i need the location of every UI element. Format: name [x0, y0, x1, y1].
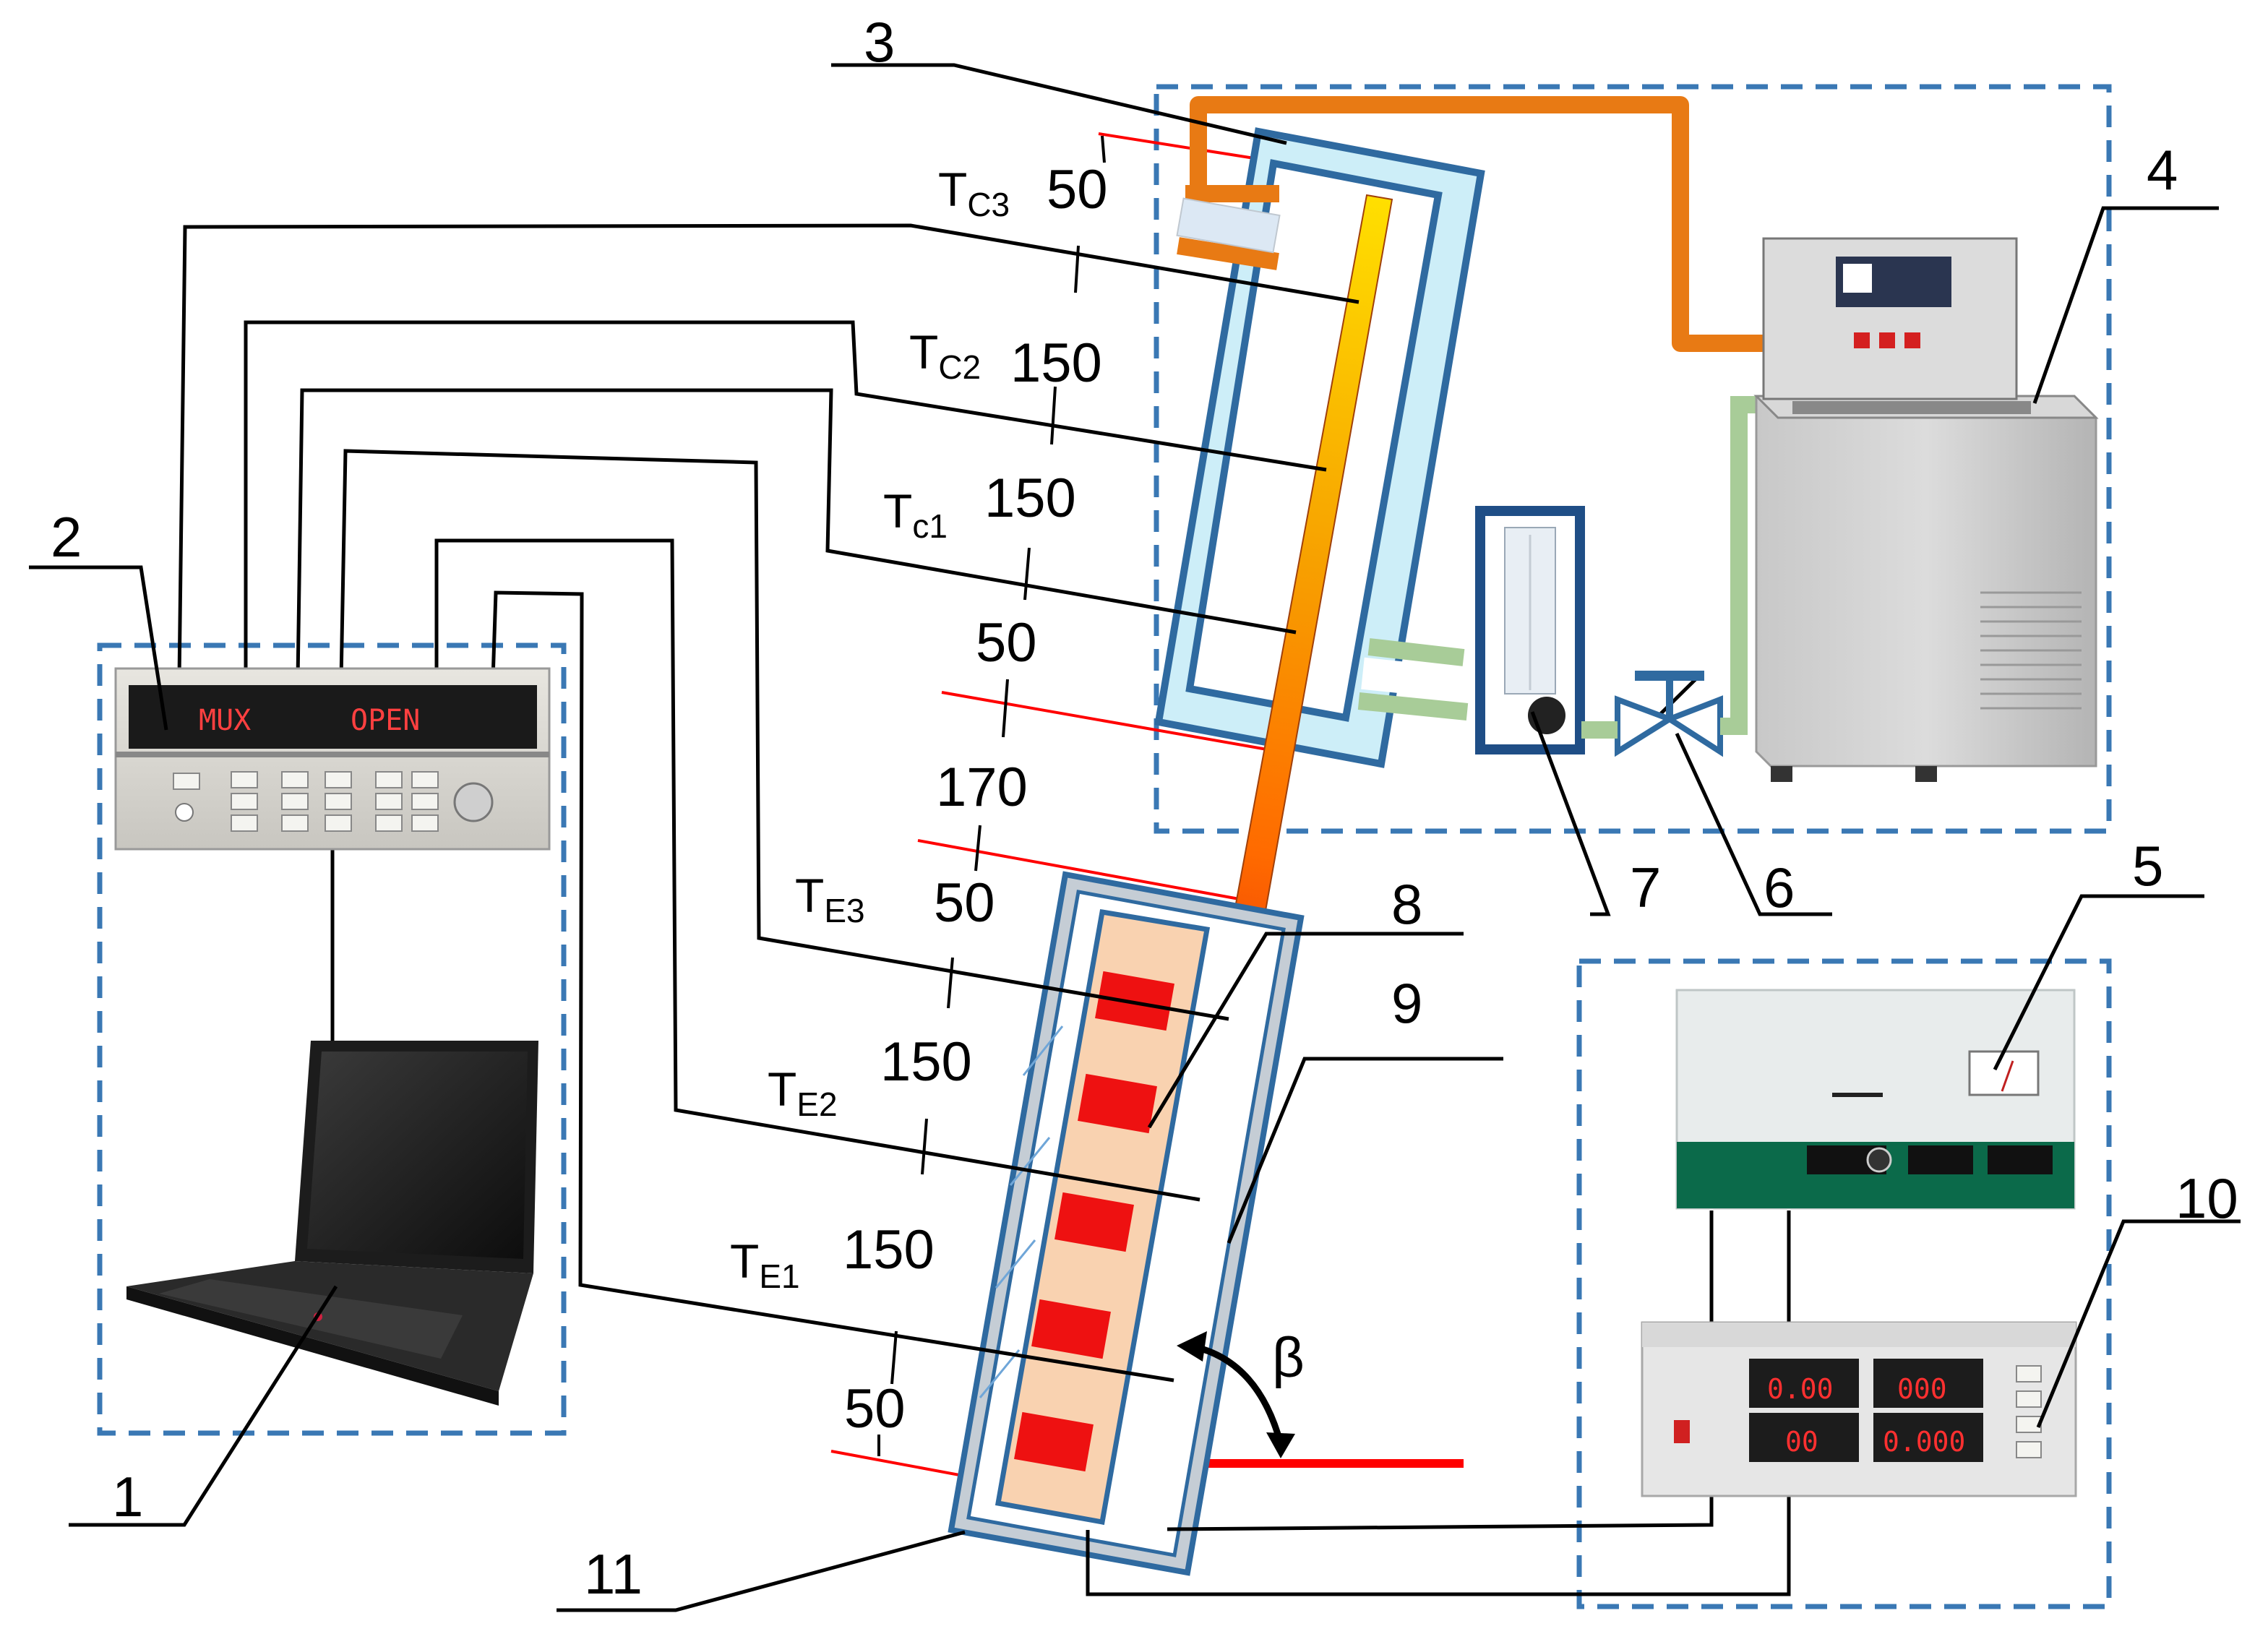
dim-label-6: 50 — [934, 872, 995, 934]
angle-arrowhead-bottom — [1266, 1432, 1295, 1458]
power-meter-reading-3: 00 — [1785, 1426, 1818, 1458]
dim-label-5: 170 — [936, 757, 1028, 818]
callout-3: 3 — [864, 10, 895, 74]
data-logger: MUX OPEN — [114, 667, 551, 851]
callout-5: 5 — [2132, 834, 2163, 898]
callout-8: 8 — [1391, 872, 1422, 936]
jacket-inlet-stub — [1176, 197, 1281, 254]
thermocouple-wires — [177, 223, 1359, 1383]
tc-label-c3: TC3 — [938, 163, 1010, 223]
callout-1: 1 — [112, 1465, 143, 1528]
dim-label-9: 50 — [844, 1378, 906, 1440]
power-meter-reading-4: 0.000 — [1883, 1426, 1965, 1458]
cooling-system-box — [1154, 84, 2112, 834]
jacket-outlet-stub — [1361, 657, 1466, 700]
cooling-water-pipes — [1177, 96, 1785, 352]
flowmeter — [1475, 506, 1585, 754]
insulation-hatching — [979, 1025, 1064, 1398]
tc-label-e2: TE2 — [768, 1062, 838, 1123]
thermocouple-labels: TC3 TC2 Tc1 TE3 TE2 TE1 — [730, 163, 1010, 1295]
laptop-computer — [126, 1041, 538, 1406]
callout-4: 4 — [2147, 138, 2178, 202]
callout-6: 6 — [1764, 856, 1795, 919]
tc-label-e1: TE1 — [730, 1234, 800, 1295]
digital-power-meter: 0.00 000 00 0.000 — [1641, 1321, 2077, 1497]
heater-blocks — [1014, 971, 1174, 1472]
power-meter-reading-1: 0.00 — [1767, 1373, 1834, 1405]
logger-display-right: OPEN — [351, 704, 420, 737]
callout-10: 10 — [2175, 1166, 2238, 1230]
callout-2: 2 — [51, 505, 82, 569]
callout-9: 9 — [1391, 971, 1422, 1035]
logger-display-left: MUX — [199, 704, 251, 737]
angle-arrowhead-top — [1177, 1331, 1207, 1362]
angle-label: β — [1272, 1325, 1305, 1389]
angle-beta-arc — [1188, 1342, 1284, 1445]
voltage-stabilizer — [1675, 989, 2076, 1210]
tc-label-e3: TE3 — [795, 869, 865, 929]
thermostatic-bath — [1753, 237, 2099, 782]
dim-label-8: 150 — [843, 1219, 935, 1281]
power-supply-box — [1576, 958, 2112, 1609]
jacket-outlet-pipes — [1357, 638, 1469, 721]
tc-label-c1: Tc1 — [883, 484, 948, 545]
callout-7: 7 — [1630, 856, 1661, 919]
dim-label-1: 50 — [1047, 159, 1108, 220]
dimension-arrows — [877, 135, 1106, 1456]
dim-label-3: 150 — [984, 468, 1076, 529]
dim-label-4: 50 — [976, 612, 1037, 674]
control-valve — [1615, 671, 1723, 757]
tc-label-c2: TC2 — [909, 325, 981, 386]
callout-11: 11 — [584, 1542, 643, 1606]
dim-label-2: 150 — [1010, 332, 1102, 394]
dimension-labels: 50 150 150 50 170 50 150 150 50 — [843, 159, 1108, 1440]
power-meter-reading-2: 000 — [1897, 1373, 1947, 1405]
callout-leaders — [29, 63, 2241, 1612]
dashed-boxes — [97, 84, 2112, 1609]
dim-label-7: 150 — [880, 1031, 972, 1093]
component-numbers: 1 2 3 4 5 6 7 8 9 10 11 — [51, 10, 2238, 1606]
